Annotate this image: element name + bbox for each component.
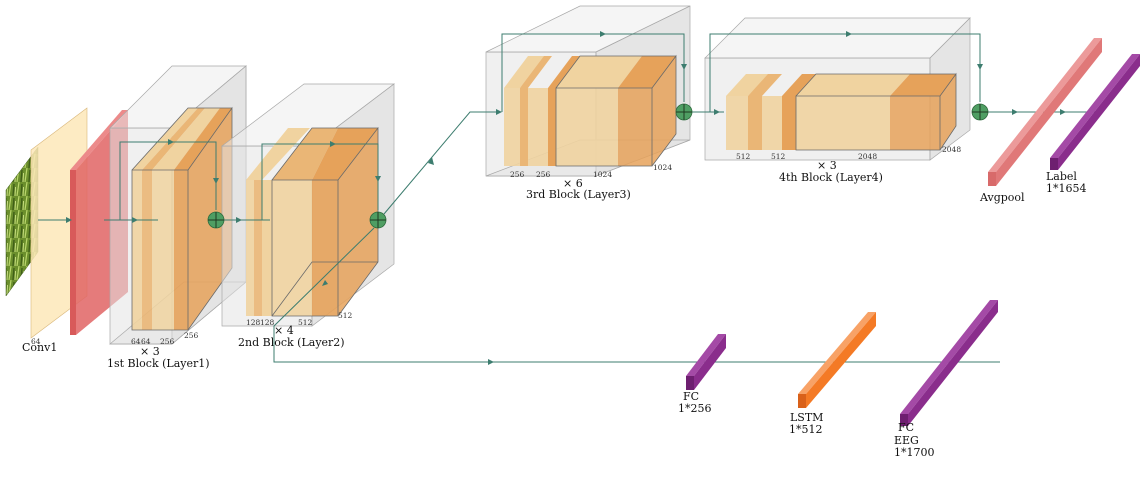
fc1-size: 1*256 (678, 402, 712, 415)
elementwise-sum-icon (675, 103, 693, 121)
block1-dim-3: 256 (160, 337, 175, 346)
conv1-label: Conv1 (22, 341, 57, 354)
block4-title: 4th Block (Layer4) (779, 171, 883, 184)
label-name: Label (1046, 170, 1077, 183)
block2-dim-3: 512 (298, 318, 313, 327)
elementwise-sum-icon (971, 103, 989, 121)
eeg-name: EEG (894, 434, 919, 447)
block2-dim-2: 128 (260, 318, 275, 327)
block1-title: 1st Block (Layer1) (107, 357, 210, 370)
block4-dim-1: 512 (736, 152, 751, 161)
elementwise-sum-icon (369, 211, 387, 229)
avgpool-label: Avgpool (979, 191, 1025, 204)
fc2-name: FC (898, 421, 914, 434)
avgpool-bar (988, 38, 1102, 186)
lstm-size: 1*512 (789, 423, 823, 436)
lstm-bar (798, 312, 876, 408)
label-output-bar (1050, 54, 1140, 170)
block2-repeat: × 4 (274, 324, 294, 337)
block3-feature-maps (504, 54, 677, 167)
block3-dim-1: 256 (510, 170, 525, 179)
elementwise-sum-icon (207, 211, 225, 229)
block1-repeat: × 3 (140, 345, 160, 358)
block1-dim-1: 64 (131, 337, 141, 346)
block1-feature-maps (131, 106, 233, 331)
block4-feature-maps (726, 72, 957, 151)
eeg-size: 1*1700 (894, 446, 935, 459)
block2-feature-maps (246, 126, 379, 317)
label-size: 1*1654 (1046, 182, 1087, 195)
flow-arrowheads (66, 31, 1066, 365)
block2-dim-4: 512 (338, 311, 353, 320)
fc2-bar (900, 300, 998, 426)
block3-title: 3rd Block (Layer3) (526, 188, 631, 201)
block4-repeat: × 3 (817, 159, 837, 172)
block4-dim-2: 512 (771, 152, 786, 161)
fc1-name: FC (683, 390, 699, 403)
block4-dim-3: 2048 (858, 152, 877, 161)
block3-repeat: × 6 (563, 177, 583, 190)
block2-title: 2nd Block (Layer2) (238, 336, 345, 349)
block4-dim-4: 2048 (942, 145, 961, 154)
conv1-dim: 64 (31, 337, 41, 346)
block3-dim-4: 1024 (653, 163, 672, 172)
block1-dim-4: 256 (184, 331, 199, 340)
block3-dim-2: 256 (536, 170, 551, 179)
block1-dim-2: 64 (141, 337, 151, 346)
block3-dim-3: 1024 (593, 170, 612, 179)
block2-dim-1: 128 (246, 318, 261, 327)
lstm-name: LSTM (790, 411, 823, 424)
fc1-bar (686, 334, 726, 390)
